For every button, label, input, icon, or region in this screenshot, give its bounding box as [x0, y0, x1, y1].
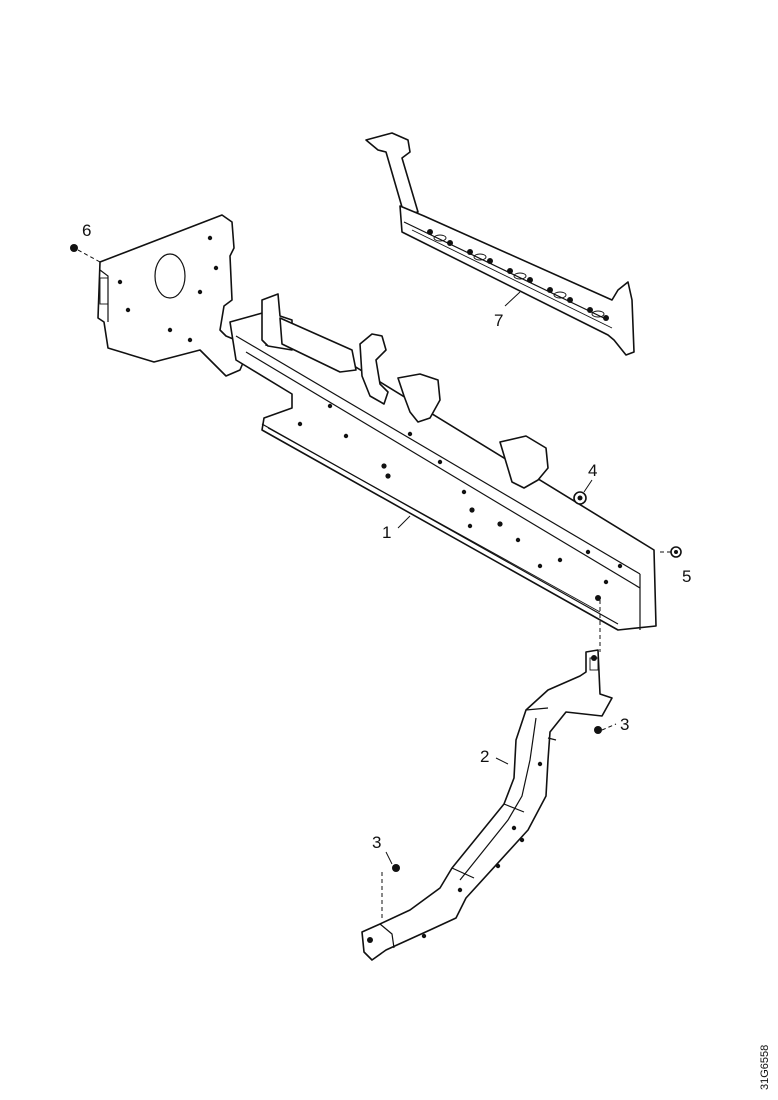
part-1-main-beam [229, 293, 657, 652]
part-4-bolt [573, 479, 593, 505]
callout-3-left: 3 [372, 833, 381, 852]
part-2-lower-support [361, 649, 613, 961]
callout-6: 6 [82, 221, 91, 240]
callout-5: 5 [682, 567, 691, 586]
callout-3-right: 3 [620, 715, 629, 734]
callout-4: 4 [588, 461, 597, 480]
part-7-slotted-bracket [365, 132, 635, 356]
callout-1: 1 [382, 523, 391, 542]
callout-2: 2 [480, 747, 489, 766]
document-number: 31G6558 [759, 1045, 771, 1090]
part-3-fastener-left [381, 851, 400, 920]
callout-7: 7 [494, 311, 503, 330]
part-5-nut [660, 546, 682, 558]
part-6-mounting-plate [70, 214, 251, 377]
part-3-fastener-right [594, 723, 617, 734]
